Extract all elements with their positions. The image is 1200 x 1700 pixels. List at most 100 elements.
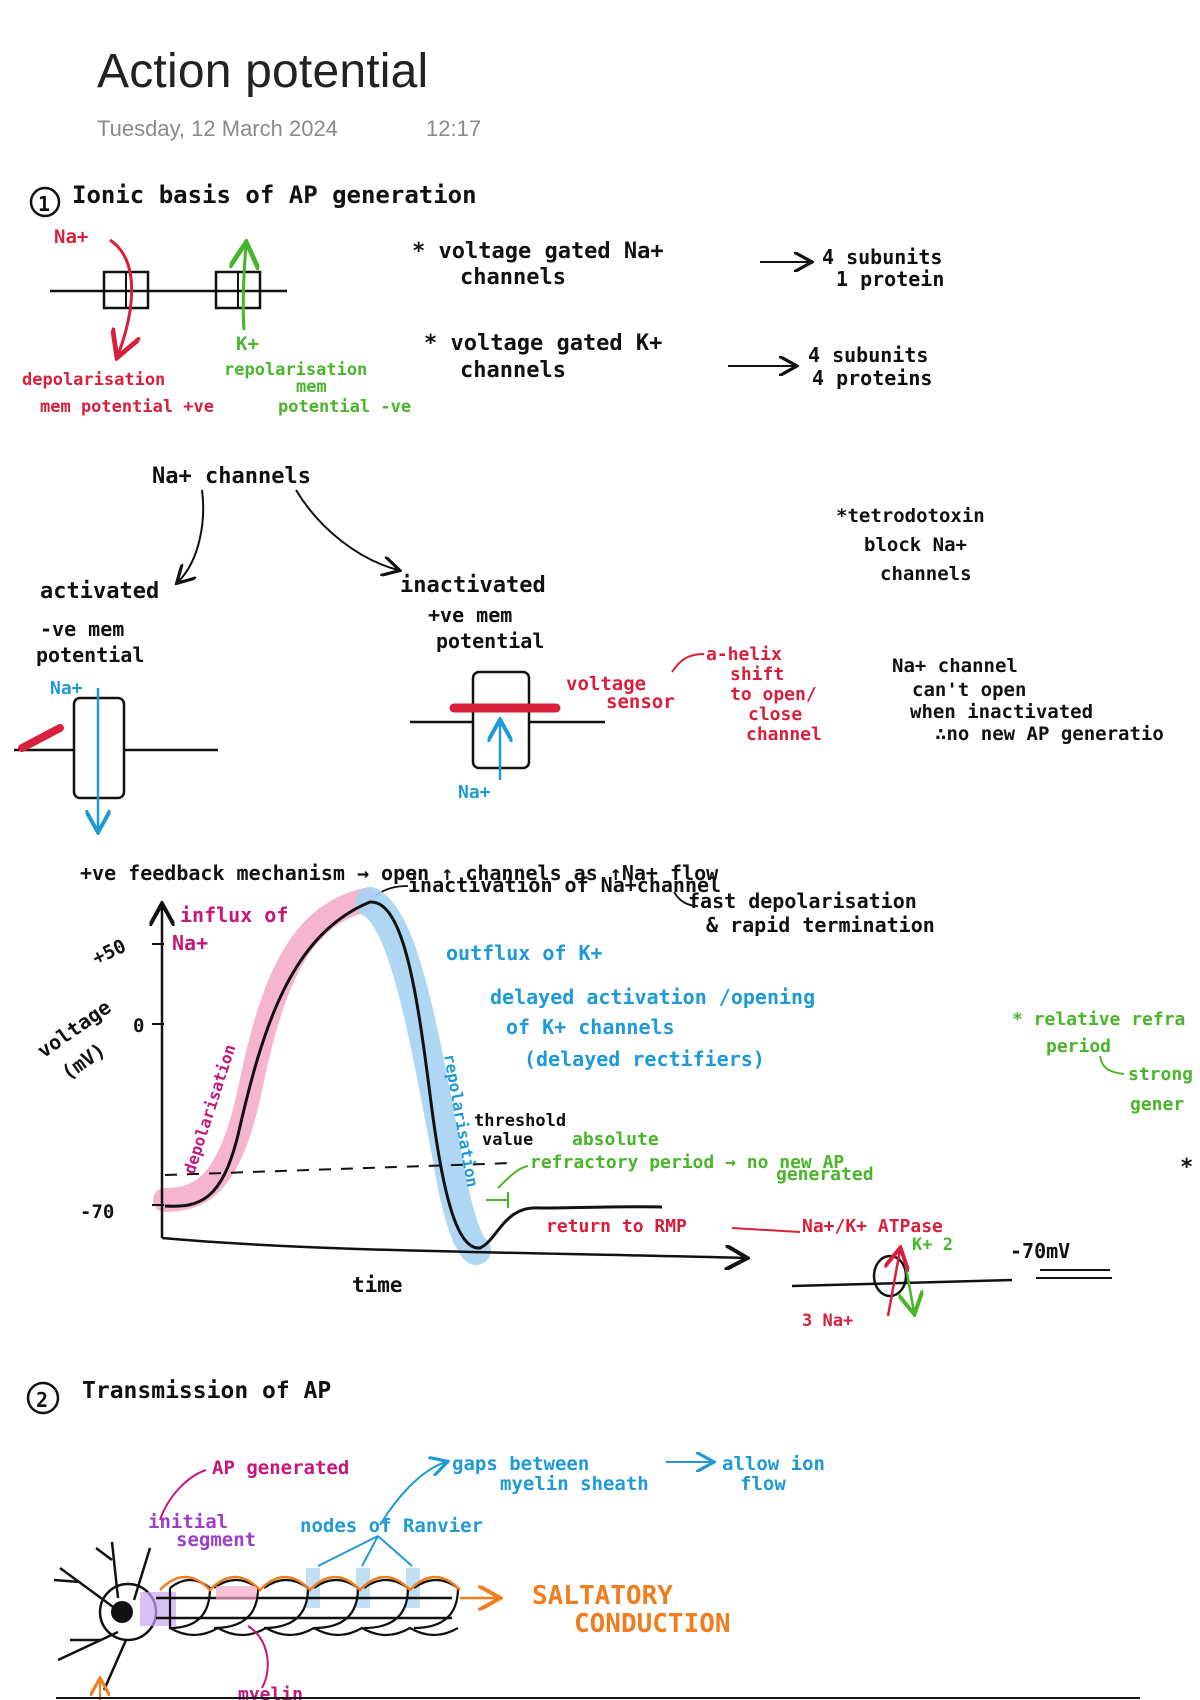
ap-graph: +ve feedback mechanism → open ↑ channels… — [33, 861, 1194, 1331]
ttx-note: *tetrodotoxin — [836, 505, 985, 527]
alpha-helix-label: a-helix — [706, 644, 782, 665]
inactivated-label: inactivated — [400, 573, 546, 598]
repolarisation-mem: mem — [296, 377, 327, 397]
k-proteins: 4 proteins — [812, 366, 932, 390]
ttx-note-3: channels — [880, 563, 972, 585]
repolarisation-desc: potential -ve — [278, 397, 411, 417]
rmp-to-pump-line — [731, 1227, 801, 1233]
saltatory-label: SALTATORY — [532, 1581, 673, 1611]
inactivation-note: inactivation of Na+channel — [408, 873, 721, 897]
na-influx-arrow — [109, 238, 132, 355]
activated-desc: -ve mem — [40, 617, 124, 641]
delayed-activation-label: delayed activation /opening — [490, 985, 815, 1009]
initial-segment-label: initial — [148, 1511, 228, 1533]
ap-generated-label: AP generated — [212, 1457, 349, 1479]
section1-number: 1 — [38, 192, 50, 216]
to-activated-arrow — [178, 489, 205, 582]
alpha-helix-label-2: shift — [730, 664, 784, 685]
activated-red-sensor — [18, 724, 64, 752]
myelin-label: myelin — [238, 1684, 303, 1700]
pump-rmp-label: -70mV — [1010, 1239, 1070, 1263]
threshold-label: threshold — [474, 1111, 566, 1131]
myelin-outline-bottom — [169, 1626, 459, 1637]
threshold-label-2: value — [482, 1130, 533, 1150]
relative-refractory-label: * relative refra — [1012, 1009, 1185, 1030]
voltage-sensor-label: voltage — [566, 673, 646, 695]
nodes-leader — [379, 1462, 446, 1526]
relative-refractory-label-2: period — [1046, 1036, 1111, 1057]
cant-open-note-3: when inactivated — [910, 701, 1093, 723]
return-rmp-label: return to RMP — [546, 1216, 687, 1237]
section2-title: Transmission of AP — [82, 1378, 331, 1404]
na-subunits: 4 subunits — [822, 245, 942, 269]
ytick-0-label: 0 — [133, 1015, 144, 1037]
x-axis — [161, 1236, 745, 1258]
k-subunits: 4 subunits — [808, 343, 928, 367]
alpha-helix-label-5: channel — [746, 724, 822, 745]
gaps-label-2: myelin sheath — [500, 1473, 649, 1495]
fast-depol-note: fast depolarisation — [688, 889, 917, 913]
dendrites — [53, 1541, 152, 1691]
section2-number-circle — [26, 1381, 60, 1415]
page-date: Tuesday, 12 March 2024 — [97, 116, 338, 141]
section2-heading: 2 Transmission of AP — [26, 1378, 331, 1415]
cant-open-note-2: can't open — [912, 679, 1026, 701]
voltage-sensor-label-2: sensor — [606, 691, 675, 713]
saltatory-label-2: CONDUCTION — [574, 1609, 731, 1639]
relative-leader — [1099, 1055, 1125, 1075]
pump-membrane — [791, 1278, 1013, 1288]
pump-shape — [872, 1254, 908, 1298]
nodes-label: nodes of Ranvier — [300, 1515, 483, 1537]
activated-na-label: Na+ — [50, 678, 83, 699]
saltatory-arcs — [159, 1575, 461, 1592]
na-protein: 1 protein — [836, 267, 944, 291]
efflux-label: outflux of K+ — [446, 941, 603, 965]
inactivated-na-label: Na+ — [458, 782, 491, 803]
depolarisation-desc: mem potential +ve — [40, 397, 214, 417]
ap-curve — [164, 900, 663, 1250]
inactivated-desc-2: potential — [436, 629, 544, 653]
x-axis-label: time — [352, 1273, 403, 1297]
relative-refractory-label-4: gener — [1130, 1094, 1184, 1115]
threshold-line — [164, 1162, 513, 1176]
myelin-leader — [247, 1625, 269, 1689]
initial-segment-label-2: segment — [176, 1529, 256, 1551]
section1-heading: 1 Ionic basis of AP generation — [29, 181, 477, 218]
alpha-helix-leader — [671, 653, 705, 673]
page-time: 12:17 — [426, 116, 482, 141]
page-title: Action potential — [97, 45, 429, 98]
section2-number: 2 — [36, 1388, 48, 1412]
rapid-termination-note: & rapid termination — [706, 913, 935, 937]
right-asterisk: * — [1180, 1155, 1193, 1180]
k-gated-note-2: channels — [460, 358, 566, 383]
alpha-helix-label-4: close — [748, 704, 802, 725]
section1-title: Ionic basis of AP generation — [72, 181, 477, 209]
pump-na-arrow — [888, 1250, 900, 1317]
relative-refractory-label-3: strong — [1128, 1064, 1193, 1085]
to-inactivated-arrow — [295, 489, 398, 570]
ytick-50-label: +50 — [89, 935, 129, 969]
ttx-note-2: block Na+ — [864, 534, 967, 556]
cant-open-note: Na+ channel — [892, 655, 1018, 677]
activated-desc-2: potential — [36, 643, 144, 667]
influx-label-2: Na+ — [172, 931, 208, 955]
depolarisation-label: depolarisation — [22, 370, 165, 390]
absolute-refractory-label-3: generated — [776, 1164, 874, 1185]
pump-label: Na+/K+ ATPase — [802, 1216, 943, 1237]
feedback-note: +ve feedback mechanism → open ↑ channels… — [80, 861, 719, 885]
k-efflux-arrow — [243, 245, 246, 331]
na-gated-note-2: channels — [460, 265, 566, 290]
fast-leader — [673, 891, 699, 907]
gaps-label: gaps between — [452, 1453, 589, 1475]
allow-ion-label-2: flow — [740, 1473, 786, 1495]
pump-na-label: 3 Na+ — [802, 1311, 853, 1331]
na-channels-root: Na+ channels — [152, 464, 311, 489]
repolarisation-label: repolarisation — [224, 360, 367, 380]
blue-repol-highlight — [355, 887, 491, 1265]
neuron-diagram: AP generated initial segment nodes of Ra… — [53, 1453, 1140, 1700]
k-label: K+ — [236, 333, 259, 355]
allow-ion-label: allow ion — [722, 1453, 825, 1475]
pump-k-label: K+ 2 — [912, 1235, 953, 1255]
nucleus — [111, 1601, 133, 1623]
